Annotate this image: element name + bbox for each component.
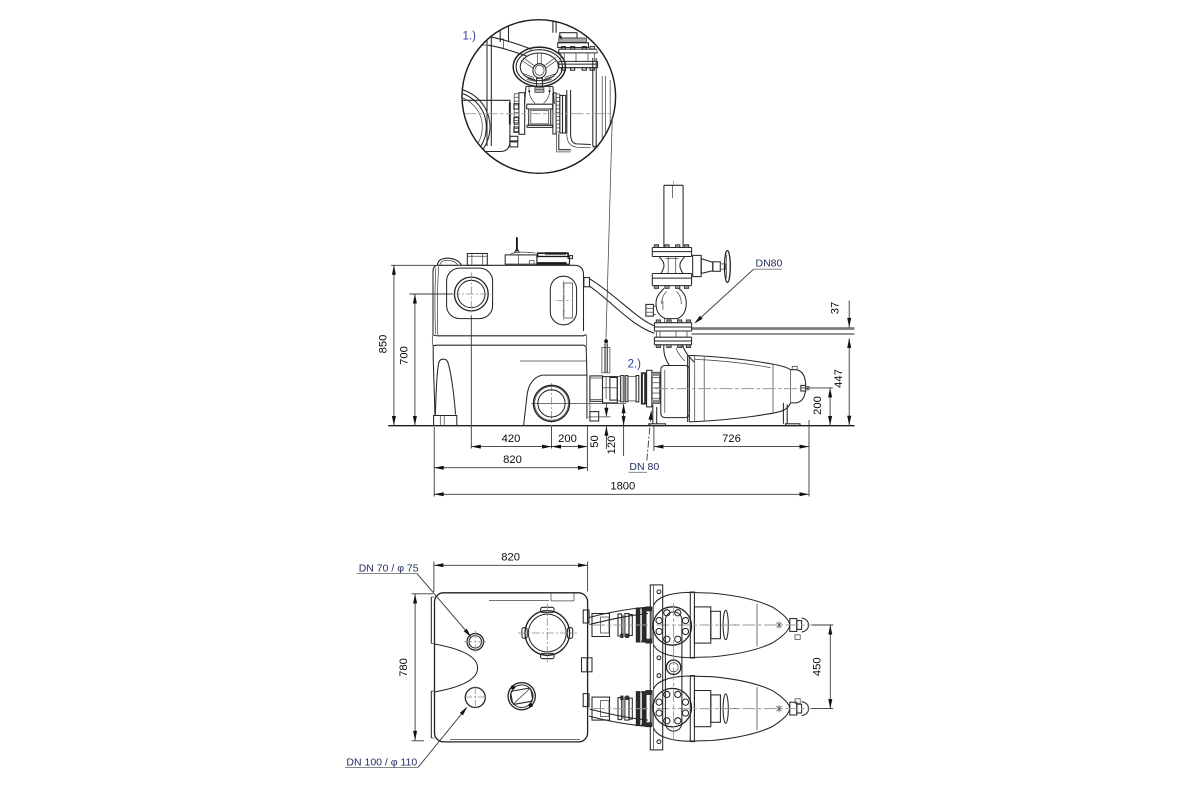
svg-text:820: 820 — [501, 552, 520, 564]
svg-text:DN 80: DN 80 — [629, 461, 659, 473]
svg-text:200: 200 — [812, 396, 824, 415]
svg-text:780: 780 — [398, 658, 410, 677]
svg-text:1800: 1800 — [610, 481, 635, 493]
svg-text:200: 200 — [558, 433, 577, 445]
svg-text:726: 726 — [722, 433, 741, 445]
svg-text:447: 447 — [833, 369, 845, 388]
svg-text:820: 820 — [503, 454, 522, 466]
svg-text:50: 50 — [589, 435, 601, 447]
svg-text:DN80: DN80 — [756, 257, 783, 269]
svg-text:37: 37 — [830, 302, 842, 314]
svg-text:420: 420 — [502, 433, 521, 445]
svg-text:700: 700 — [399, 346, 411, 365]
svg-text:DN 70 / φ 75: DN 70 / φ 75 — [359, 562, 419, 574]
svg-text:1.): 1.) — [463, 31, 477, 43]
svg-text:120: 120 — [606, 436, 618, 455]
svg-text:850: 850 — [378, 335, 390, 354]
svg-text:2.): 2.) — [628, 358, 642, 370]
svg-text:DN 100 / φ 110: DN 100 / φ 110 — [346, 756, 417, 768]
svg-text:450: 450 — [812, 657, 824, 676]
